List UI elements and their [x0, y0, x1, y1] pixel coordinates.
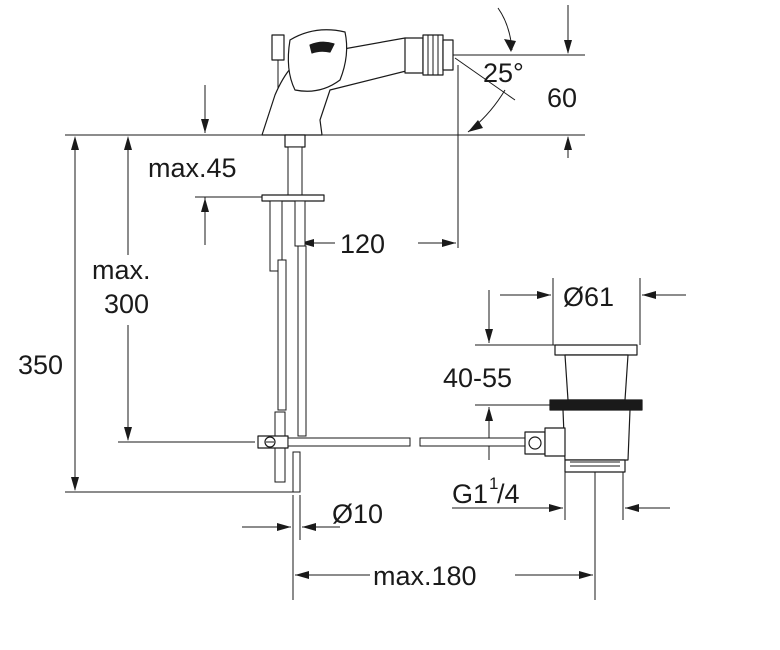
label-thread-numerator: 1: [489, 474, 498, 493]
label-reach: 120: [340, 229, 385, 259]
label-max-180: max.180: [373, 561, 477, 591]
label-rod-diameter: Ø10: [332, 499, 383, 529]
label-max-45: max.45: [148, 153, 237, 183]
label-max-300-line2: 300: [104, 289, 149, 319]
label-waste-range: 40-55: [443, 363, 512, 393]
label-spout-height: 60: [547, 83, 577, 113]
arrowheads: [71, 39, 656, 579]
shank-assembly: [257, 134, 526, 493]
label-thread-main: G1: [452, 479, 488, 509]
label-waste-diameter: Ø61: [563, 282, 614, 312]
label-angle: 25°: [483, 58, 524, 88]
waste-valve: [524, 344, 643, 473]
dimension-labels: 25° 60 max.45 120 max. 300 350 Ø61 40-55…: [18, 58, 614, 591]
mixer-body: [261, 29, 454, 136]
label-total-height: 350: [18, 350, 63, 380]
label-thread-denominator: /4: [497, 479, 520, 509]
label-max-300-line1: max.: [92, 255, 151, 285]
